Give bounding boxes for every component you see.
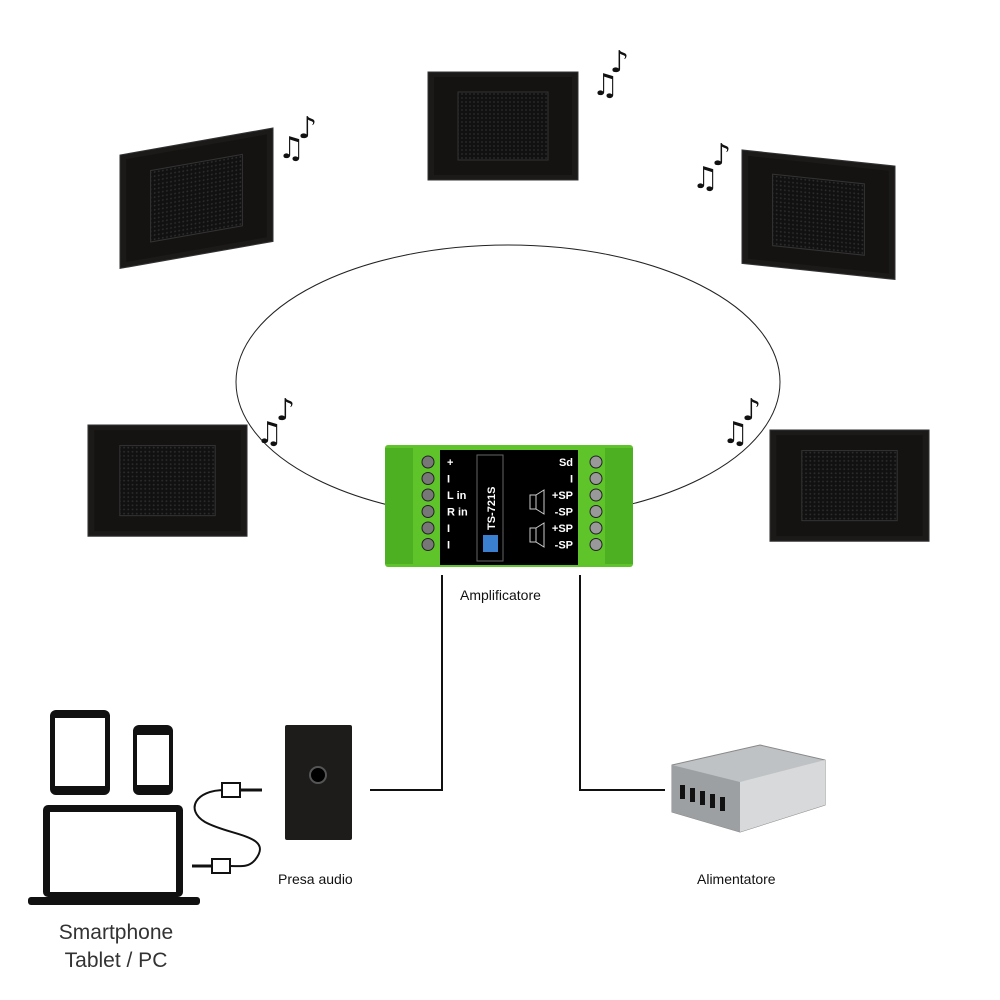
terminal-screw xyxy=(589,488,603,502)
terminal-screw xyxy=(421,538,435,551)
right-terminal-label: -SP xyxy=(555,540,573,552)
source-devices-line1: Smartphone xyxy=(58,921,174,944)
right-terminal-label: -SP xyxy=(555,507,573,519)
audio-socket-label: Presa audio xyxy=(278,871,353,887)
terminal-screw xyxy=(589,505,603,518)
music-note-icon: ♫ xyxy=(722,416,749,451)
source-devices-label: Smartphone Tablet / PC xyxy=(36,919,196,975)
speaker-icon xyxy=(741,149,896,281)
music-note-icon: ♪ xyxy=(276,393,295,428)
terminal-screw xyxy=(421,472,435,485)
speaker-icon xyxy=(119,127,274,269)
power-wire xyxy=(579,575,665,791)
amplifier-model: TS-721S xyxy=(486,487,498,530)
right-terminal-label: I xyxy=(570,474,573,486)
right-terminal-label: +SP xyxy=(552,490,573,502)
smartphone-icon xyxy=(133,725,173,795)
audio-socket xyxy=(285,725,352,840)
amplifier-label: Amplificatore xyxy=(460,587,541,603)
music-note-icon: ♪ xyxy=(712,138,731,173)
power-supply-icon xyxy=(671,744,826,833)
terminal-screw xyxy=(589,455,603,469)
terminal-screw xyxy=(589,538,603,551)
speaker-icon xyxy=(427,71,579,181)
left-terminal-label: I xyxy=(447,474,450,486)
speaker-icon xyxy=(87,424,248,537)
left-terminal-label: R in xyxy=(447,507,468,519)
music-note-icon: ♫ xyxy=(256,416,283,451)
left-terminal-label: I xyxy=(447,523,450,535)
audio-cable-icon xyxy=(192,782,262,874)
music-note-icon: ♪ xyxy=(742,393,761,428)
terminal-screw xyxy=(589,472,603,485)
music-note-icon: ♫ xyxy=(692,161,719,196)
tablet-icon xyxy=(50,710,110,795)
terminal-screw xyxy=(421,488,435,502)
left-terminal-label: L in xyxy=(447,490,467,502)
source-devices-line2: Tablet / PC xyxy=(64,949,168,972)
terminal-screw xyxy=(421,521,435,535)
music-note-icon: ♪ xyxy=(610,45,629,80)
left-terminal-label: + xyxy=(447,457,453,469)
audio-wire xyxy=(370,575,443,791)
terminal-screw xyxy=(589,521,603,535)
terminal-screw xyxy=(421,505,435,518)
amplifier xyxy=(385,445,633,567)
right-terminal-label: +SP xyxy=(552,523,573,535)
music-note-icon: ♫ xyxy=(592,68,619,103)
laptop-icon xyxy=(28,805,200,905)
music-note-icon: ♪ xyxy=(298,111,317,146)
power-supply-label: Alimentatore xyxy=(697,871,776,887)
speaker-icon xyxy=(769,429,930,542)
left-terminal-label: I xyxy=(447,540,450,552)
terminal-screw xyxy=(421,455,435,469)
music-note-icon: ♫ xyxy=(278,131,305,166)
right-terminal-label: Sd xyxy=(559,457,573,469)
